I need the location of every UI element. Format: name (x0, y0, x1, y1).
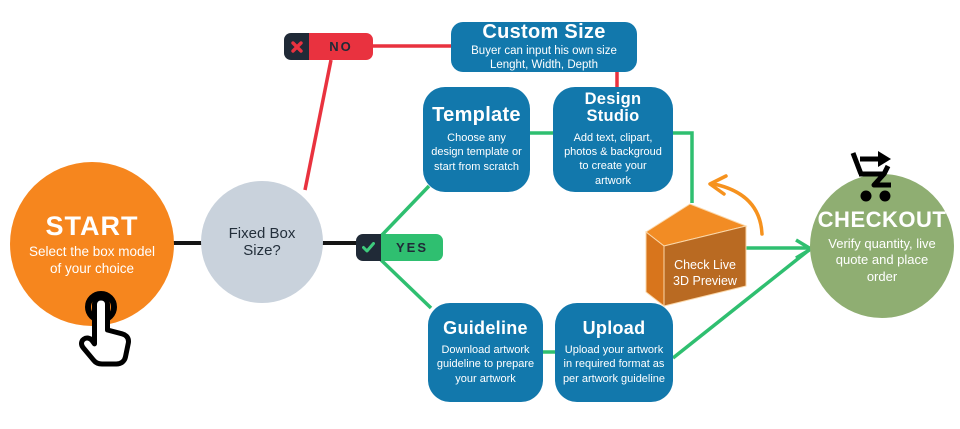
design-studio-title: Design Studio (584, 90, 642, 126)
connector-designstudio-preview (673, 131, 694, 203)
curved-rotate-arrow-icon (708, 174, 764, 236)
decision-question: Fixed Box Size? (228, 225, 296, 259)
connector-yes-guideline (379, 258, 433, 310)
no-branch-badge: NO (284, 33, 373, 60)
start-title: START (45, 210, 139, 241)
checkout-title: CHECKOUT (817, 207, 947, 233)
yes-branch-label: YES (381, 234, 443, 261)
custom-size-node: Custom Size Buyer can input his own size… (451, 20, 637, 72)
template-title: Template (432, 104, 521, 127)
guideline-body: Download artwork guideline to prepare yo… (436, 344, 535, 385)
template-body: Choose any design template or start from… (431, 132, 522, 173)
preview-cube-label: Check Live 3D Preview (673, 258, 737, 288)
guideline-node: Guideline Download artwork guideline to … (428, 303, 543, 402)
connector-upload-checkout (671, 248, 811, 360)
connector-yes-template (379, 184, 431, 238)
checkout-node: CHECKOUT Verify quantity, live quote and… (810, 174, 954, 318)
guideline-title: Guideline (443, 318, 528, 339)
hand-click-icon (79, 291, 131, 367)
upload-title: Upload (582, 318, 646, 339)
design-studio-body: Add text, clipart, photos & backgroud to… (564, 131, 662, 187)
checkout-subtitle: Verify quantity, live quote and place or… (828, 236, 936, 284)
custom-size-title: Custom Size (482, 20, 606, 43)
x-mark-icon (284, 33, 309, 60)
connector-decision-no (303, 59, 333, 191)
cart-arrow-right-icon (850, 151, 891, 202)
upload-body: Upload your artwork in required format a… (562, 344, 666, 385)
template-node: Template Choose any design template or s… (423, 87, 530, 192)
upload-node: Upload Upload your artwork in required f… (555, 303, 673, 402)
cube-3d-preview (645, 203, 748, 308)
yes-branch-badge: YES (356, 234, 443, 261)
design-studio-node: Design Studio Add text, clipart, photos … (553, 87, 673, 192)
no-branch-label: NO (309, 33, 373, 60)
decision-node: Fixed Box Size? (201, 181, 323, 303)
custom-size-body: Buyer can input his own size Lenght, Wid… (471, 44, 617, 71)
check-mark-icon (356, 234, 381, 261)
start-subtitle: Select the box model of your choice (28, 243, 156, 276)
